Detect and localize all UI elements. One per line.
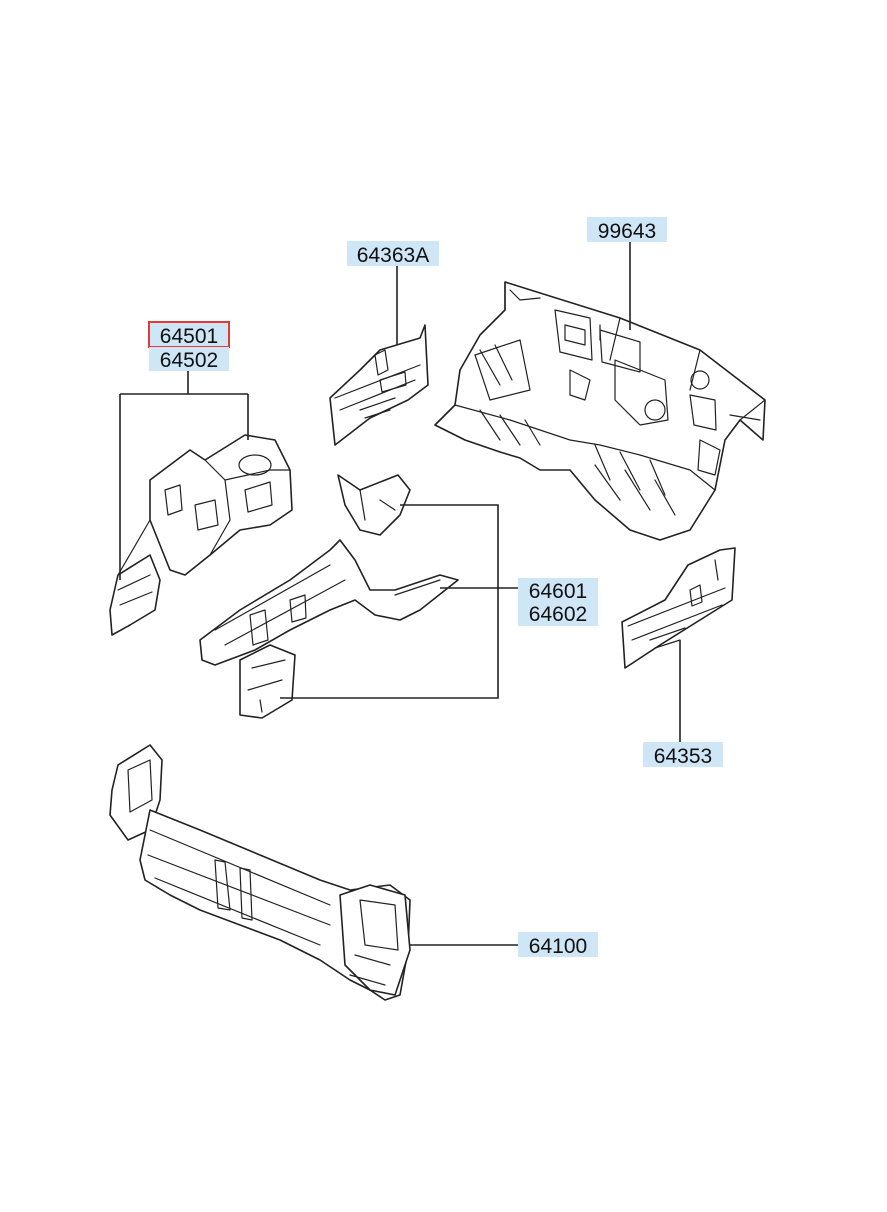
- label-64363A[interactable]: 64363A: [347, 241, 439, 267]
- label-64353-bg: [643, 742, 723, 767]
- label-64601[interactable]: 64601: [518, 578, 598, 603]
- label-64502-bg: [149, 347, 229, 371]
- label-64502-text: 64502: [160, 349, 218, 372]
- label-64100-text: 64100: [529, 935, 587, 958]
- part-64501-wheel-house[interactable]: [109, 434, 293, 636]
- part-labels: 64501 64502 64363A 99643 64601 64602: [148, 217, 723, 958]
- label-64100-bg: [518, 932, 598, 957]
- leader-lines: [119, 242, 681, 946]
- label-64363A-bg: [347, 241, 439, 266]
- label-64602-text: 64602: [529, 603, 587, 626]
- part-99643-dash-panel[interactable]: [434, 281, 766, 541]
- leader-64601: [280, 504, 518, 699]
- part-64363A-side-panel[interactable]: [329, 324, 429, 446]
- label-64353[interactable]: 64353: [643, 742, 723, 768]
- label-64501-bg: [149, 322, 229, 347]
- label-64363A-text: 64363A: [357, 244, 429, 267]
- part-64100-front-cross-member[interactable]: [109, 744, 411, 1001]
- label-64501[interactable]: 64501: [148, 321, 230, 348]
- label-64602[interactable]: 64602: [518, 602, 598, 626]
- label-64601-text: 64601: [529, 580, 587, 603]
- leader-64501: [119, 371, 249, 580]
- part-64601-side-member[interactable]: [199, 474, 459, 719]
- part-64353-side-panel[interactable]: [621, 547, 736, 669]
- label-99643-bg: [587, 217, 667, 242]
- label-64501-text: 64501: [160, 325, 218, 348]
- label-64353-text: 64353: [654, 745, 712, 768]
- label-99643-text: 99643: [598, 220, 656, 243]
- label-64602-bg: [518, 602, 598, 626]
- label-99643[interactable]: 99643: [587, 217, 667, 243]
- label-64100[interactable]: 64100: [518, 932, 598, 958]
- label-64502[interactable]: 64502: [149, 347, 229, 372]
- label-64601-bg: [518, 578, 598, 602]
